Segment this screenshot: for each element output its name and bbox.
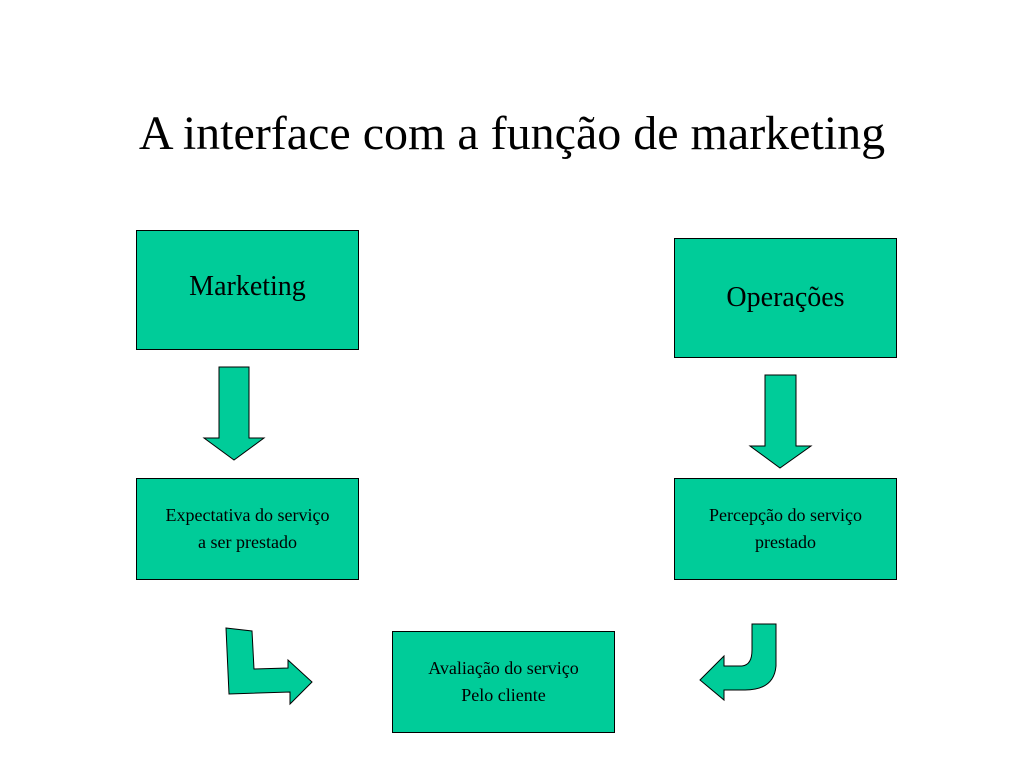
box-percepcao-line-2: prestado	[755, 532, 816, 552]
arrow-down-icon	[748, 374, 813, 469]
arrow-down-icon	[202, 366, 266, 461]
box-percepcao: Percepção do serviço prestado	[674, 478, 897, 580]
box-expectativa-line-1: Expectativa do serviço	[165, 505, 330, 525]
box-marketing-label: Marketing	[189, 271, 306, 302]
box-expectativa-line-2: a ser prestado	[198, 532, 297, 552]
slide-title: A interface com a função de marketing	[138, 107, 886, 160]
bent-arrow-right-icon	[225, 627, 313, 706]
box-expectativa: Expectativa do serviço a ser prestado	[136, 478, 359, 580]
box-avaliacao-line-1: Avaliação do serviço	[428, 658, 579, 678]
box-percepcao-line-1: Percepção do serviço	[709, 505, 862, 525]
box-operacoes-label: Operações	[726, 282, 845, 313]
box-avaliacao: Avaliação do serviço Pelo cliente	[392, 631, 615, 733]
bent-arrow-left-icon	[699, 623, 777, 702]
box-marketing: Marketing	[136, 230, 359, 350]
box-operacoes: Operações	[674, 238, 897, 358]
box-avaliacao-line-2: Pelo cliente	[461, 685, 546, 705]
